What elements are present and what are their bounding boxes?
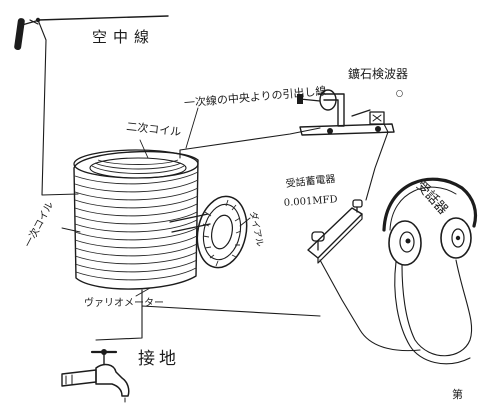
ground-label: 接地 xyxy=(138,349,180,369)
variometer-to-ground-wire xyxy=(95,305,321,341)
antenna-lead-wire xyxy=(37,19,79,196)
leader-primary-coil xyxy=(61,227,81,233)
antenna xyxy=(14,15,169,51)
coil-assembly xyxy=(73,149,211,290)
ground-faucet xyxy=(61,349,130,403)
dial-label: ダイアル xyxy=(247,210,266,248)
left-earpiece xyxy=(388,220,422,266)
antenna-label: 空中線 xyxy=(92,28,155,46)
fixed-condenser xyxy=(307,199,363,264)
leader-variometer xyxy=(135,287,151,297)
headphones-label: 受話器 xyxy=(413,178,451,218)
dial xyxy=(196,195,248,269)
capacitance-label: 0.001MFD xyxy=(283,194,337,209)
primary-coil-windings xyxy=(74,171,199,281)
center-tap-wire xyxy=(179,127,321,159)
crystal-detector-label: 鑛石検波器 xyxy=(348,66,408,81)
primary-coil-label: 一次コイル xyxy=(21,199,56,249)
leader-center-tap xyxy=(185,107,199,149)
headphones xyxy=(382,177,478,365)
crystal-detector-mark: 〇 xyxy=(396,90,403,98)
variometer-label: ヴァリオメーター xyxy=(84,296,164,309)
right-earpiece xyxy=(440,217,472,259)
crystal-detector xyxy=(297,89,395,136)
center-tap-label: 一次線の中央よりの引出し線 xyxy=(183,83,326,109)
page-mark: 第 xyxy=(452,387,463,401)
condenser-to-phones-wire xyxy=(319,259,421,352)
fixed-condenser-label: 受話蓄電器 xyxy=(285,172,336,190)
detector-to-phones-wire xyxy=(365,123,389,201)
leader-dial xyxy=(239,217,251,227)
leader-secondary-coil xyxy=(139,139,149,159)
secondary-coil-label: 二次コイル xyxy=(126,119,182,139)
